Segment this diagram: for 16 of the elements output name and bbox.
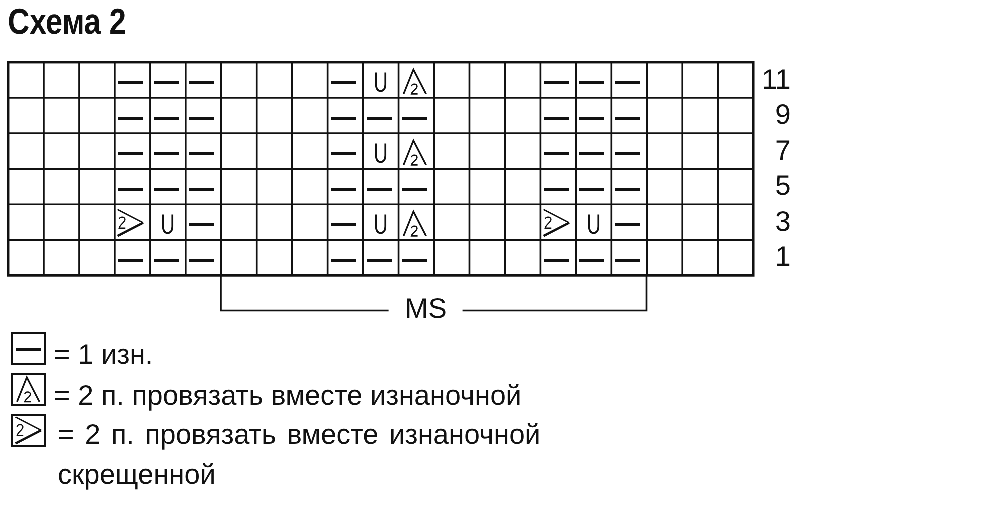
stitch-symbol: U bbox=[374, 69, 388, 98]
stitch-symbol: U bbox=[586, 211, 601, 240]
row-number: 9 bbox=[775, 101, 791, 130]
stitch-symbol: U bbox=[160, 211, 176, 240]
legend-text: = 2 п. провязать вместе изнаночной скрещенной bbox=[58, 418, 542, 492]
row-number: 3 bbox=[775, 208, 791, 236]
chart-title: Схема 2 bbox=[8, 4, 126, 40]
repeat-label: MS bbox=[405, 294, 447, 323]
legend-text: = 1 изн. bbox=[54, 340, 154, 368]
row-number: 7 bbox=[775, 136, 791, 165]
legend-text: = 2 п. провязать вместе изнаночной bbox=[54, 382, 522, 410]
row-number: 11 bbox=[762, 66, 791, 94]
stitch-symbol: U bbox=[374, 140, 388, 168]
row-number: 5 bbox=[775, 172, 791, 200]
stitch-symbol: U bbox=[374, 211, 388, 240]
row-number: 1 bbox=[775, 243, 791, 272]
